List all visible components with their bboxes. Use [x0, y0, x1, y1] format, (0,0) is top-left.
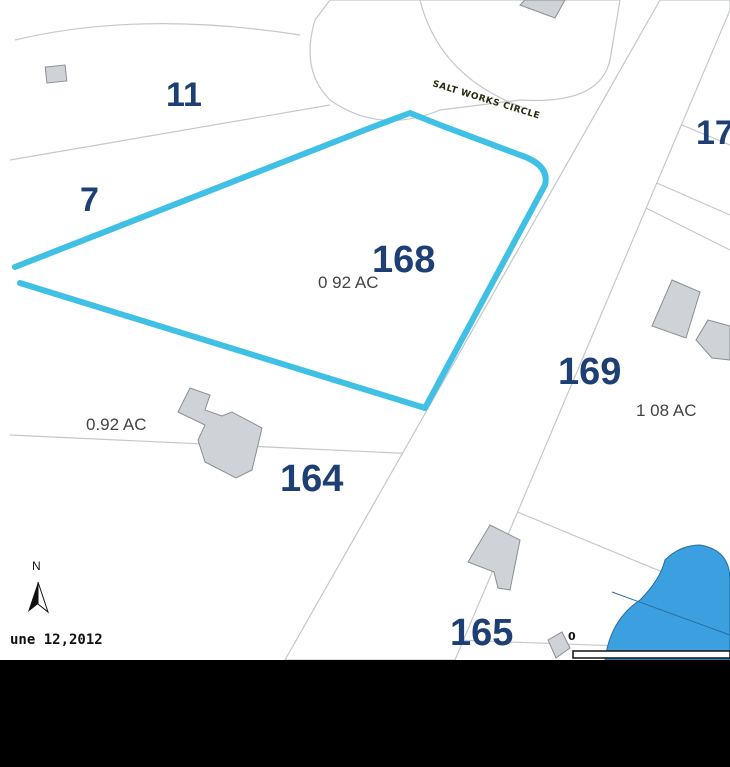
- north-label: N: [32, 559, 41, 573]
- building-small-165: [547, 631, 571, 659]
- parcel-168-outline: [12, 110, 549, 411]
- building-small-nw: [44, 64, 68, 84]
- parcel-label-17: 17: [696, 114, 730, 152]
- building-top: [519, 0, 566, 19]
- building-169-a: [651, 279, 701, 339]
- scale-bar: [572, 650, 730, 659]
- parcel-label-169: 169: [558, 351, 621, 393]
- acreage-label-169: 1 08 AC: [636, 401, 697, 420]
- water-body: [604, 544, 730, 661]
- parcel-label-168: 168: [372, 239, 435, 281]
- building-164: [177, 387, 263, 479]
- map-date: une 12,2012: [10, 632, 103, 648]
- water-line: [611, 591, 730, 636]
- acreage-label-168: 0 92 AC: [318, 273, 379, 292]
- redaction-bar: [0, 660, 730, 767]
- acreage-label-164: 0.92 AC: [86, 415, 147, 434]
- building-165: [467, 524, 521, 591]
- parcel-label-164: 164: [280, 458, 343, 500]
- scale-start-label: 0: [568, 630, 576, 643]
- north-arrow-icon: [28, 581, 50, 614]
- buildings: [44, 0, 730, 659]
- parcel-label-7: 7: [80, 181, 99, 219]
- parcel-label-165: 165: [450, 612, 513, 654]
- parcel-label-11: 11: [166, 76, 202, 114]
- roads: [283, 0, 730, 661]
- building-169-b: [695, 319, 730, 361]
